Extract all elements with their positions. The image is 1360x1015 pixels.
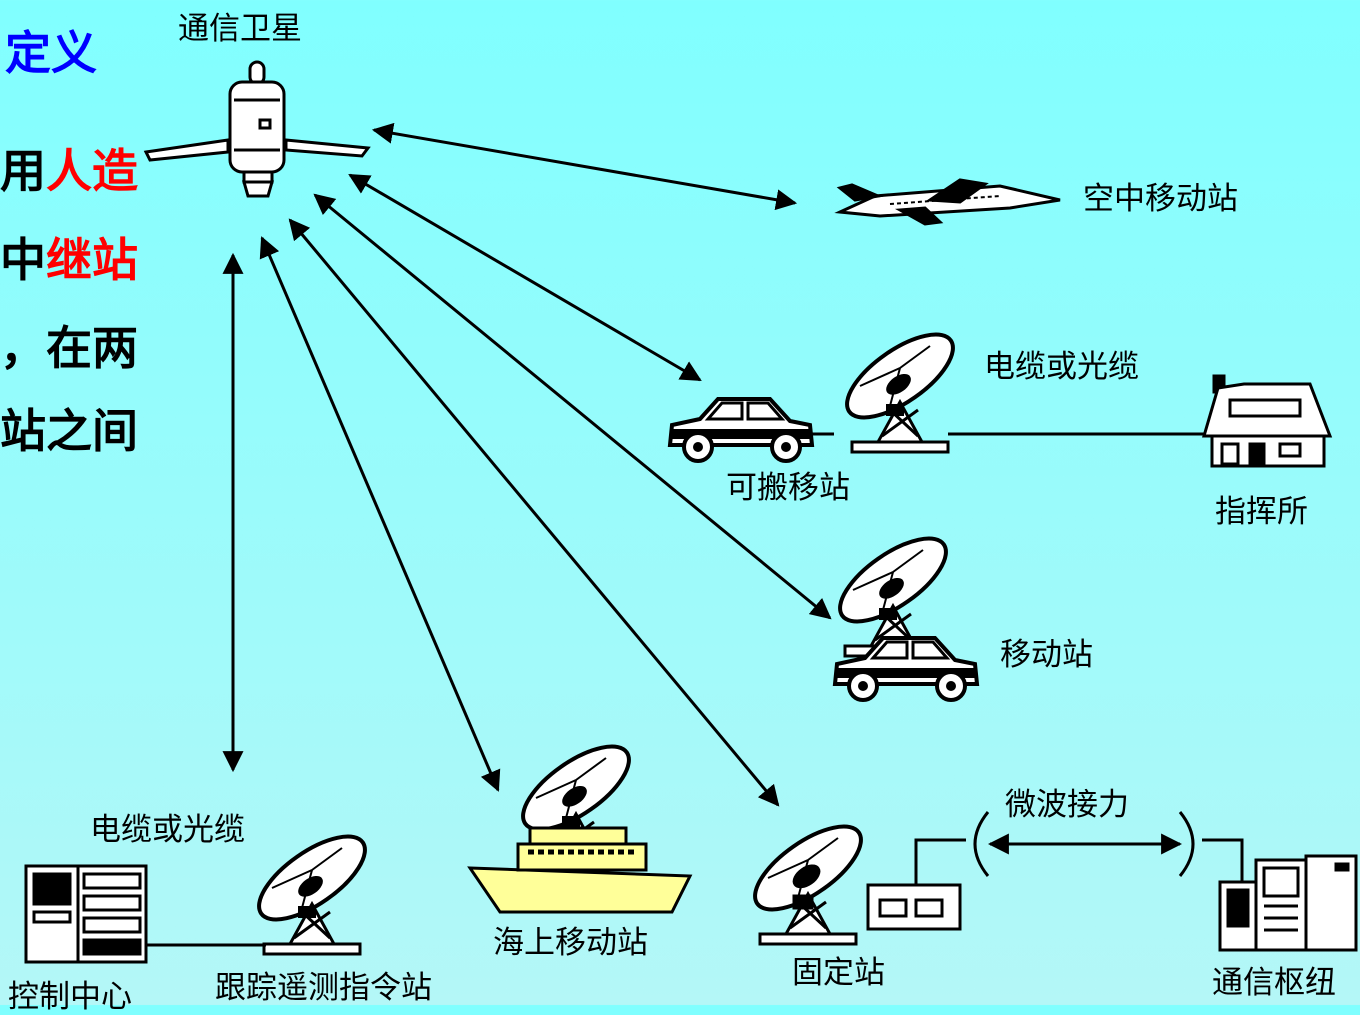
side-line-1-b: 人造 [46,144,138,198]
label-fixed-station: 固定站 [792,955,885,991]
house-icon [1202,374,1333,468]
link-sea [259,236,501,792]
airplane-icon [834,178,1061,226]
label-cable-1: 电缆或光缆 [984,349,1139,385]
side-line-2-a: 中 [0,233,46,287]
link-air [371,122,798,211]
label-sea-station: 海上移动站 [493,925,648,961]
portable-station [668,317,1210,463]
label-air-station: 空中移动站 [1083,181,1238,217]
link-arrows [222,122,1183,855]
satellite-icon [143,60,371,198]
side-line-3: ，在两 [0,321,138,375]
label-satellite: 通信卫星 [178,11,302,47]
link-portable [348,173,702,382]
side-line-2: 中继站 [0,237,138,283]
ship-icon [467,729,693,914]
side-line-1-a: 用 [0,144,46,198]
link-fixed [288,218,780,807]
side-line-4: 站之间 [0,404,138,458]
label-microwave-relay: 微波接力 [1005,787,1129,823]
ttc-station [146,819,380,956]
label-control-center: 控制中心 [8,979,132,1015]
side-line-1: 用人造 [0,148,138,194]
terminal-icon [1218,854,1358,952]
mobile-station [825,521,979,702]
label-ttc-station: 跟踪遥测指令站 [215,970,432,1006]
side-title: 定义 [5,26,97,80]
label-mobile-station: 移动站 [1000,637,1093,673]
server-icon [24,864,148,964]
label-cable-2: 电缆或光缆 [90,812,245,848]
label-comm-hub: 通信枢纽 [1212,965,1336,1001]
side-line-2-b: 继站 [46,233,138,287]
label-command-post: 指挥所 [1215,494,1308,530]
label-portable-station: 可搬移站 [726,470,850,506]
fixed-station [740,809,1244,946]
